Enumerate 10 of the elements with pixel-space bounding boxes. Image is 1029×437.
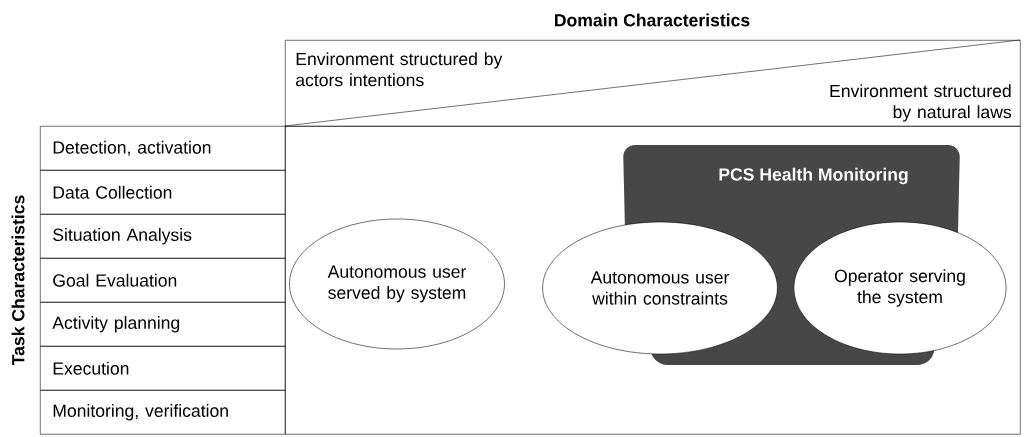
matrix-area xyxy=(285,126,1021,435)
table-row: Situation Analysis xyxy=(40,214,286,259)
table-row: Goal Evaluation xyxy=(40,258,286,303)
table-row: Execution xyxy=(40,346,286,391)
header-box: Environment structured by actors intentions Environment structured by natural laws xyxy=(284,39,1021,127)
table-row: Detection, activation xyxy=(40,126,286,171)
table-row: Data Collection xyxy=(40,170,286,215)
table-row: Monitoring, verification xyxy=(40,390,286,435)
axis-title: Task Characteristics xyxy=(11,195,25,366)
table-row: Activity planning xyxy=(40,302,286,347)
